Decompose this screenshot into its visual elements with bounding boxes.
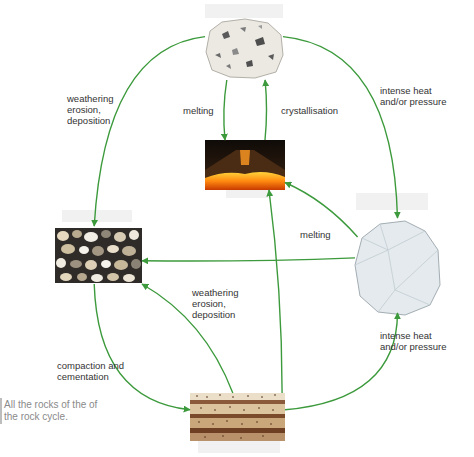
igneous-rock: [206, 19, 283, 78]
pebble: [122, 246, 136, 256]
cycle-arrow: [224, 80, 227, 140]
cycle-arrow: [285, 183, 358, 238]
edge-label: melting: [183, 105, 228, 116]
pebble: [57, 231, 69, 241]
cycle-arrow: [283, 37, 398, 218]
pebble: [84, 232, 98, 242]
pebble: [123, 274, 135, 282]
metamorphic-rock: [355, 221, 440, 315]
mineral-speck: [215, 53, 221, 58]
label-plate: [226, 190, 270, 198]
pebble: [129, 230, 139, 240]
pebble: [85, 260, 97, 270]
pebble: [107, 273, 119, 281]
rock-node: [205, 18, 283, 80]
label-plate: [62, 210, 132, 222]
label-plate: [205, 4, 283, 18]
edge-label: compaction and cementation: [57, 360, 129, 382]
mineral-speck: [258, 25, 262, 29]
cycle-arrow: [142, 258, 355, 261]
pebble: [131, 259, 141, 269]
pebble: [79, 246, 89, 254]
pebble: [56, 258, 66, 268]
cycle-arrow: [285, 313, 398, 410]
rock-layer: [190, 414, 285, 418]
pebble: [107, 245, 119, 253]
rock-node: [205, 140, 285, 190]
sediment-picture: [55, 228, 142, 283]
mineral-speck: [246, 60, 253, 67]
pebble: [92, 246, 104, 256]
rock-node: [355, 218, 440, 313]
mineral-speck: [232, 48, 239, 55]
vent-glow: [240, 150, 250, 165]
edge-label: melting: [300, 229, 345, 240]
rock-node: [55, 226, 142, 284]
rock-layer: [190, 393, 285, 400]
rock-layer: [190, 418, 285, 428]
pebble: [70, 260, 82, 268]
pebble: [72, 230, 82, 238]
sediment-frame: [55, 228, 142, 283]
crystal-facet: [355, 224, 438, 312]
edge-label: intense heat and/or pressure: [380, 85, 456, 107]
pebble: [114, 232, 126, 242]
mineral-speck: [222, 31, 230, 39]
pebble: [91, 274, 103, 282]
pebble: [61, 244, 75, 254]
mineral-speck: [226, 64, 231, 69]
rock-outline: [206, 19, 283, 78]
lava-pool: [205, 172, 285, 190]
sedimentary-rock: [190, 393, 285, 441]
mineral-speck: [240, 27, 246, 32]
volcano-cone: [205, 150, 285, 190]
edge-label: crystallisation: [281, 105, 361, 116]
rock-layer: [190, 404, 285, 414]
cycle-arrow: [265, 80, 267, 140]
cycle-arrow: [269, 190, 282, 393]
caption-rule: [0, 398, 2, 424]
rock-layer: [190, 400, 285, 404]
label-plate: [198, 441, 280, 453]
magma-frame: [205, 140, 285, 190]
edge-label: weathering erosion, deposition: [192, 287, 238, 320]
cycle-arrow: [94, 37, 205, 226]
rock-layer: [190, 428, 285, 433]
pebble: [114, 260, 128, 270]
mineral-speck: [268, 54, 274, 60]
edge-label: intense heat and/or pressure: [380, 330, 456, 352]
rock-outline: [355, 221, 440, 315]
label-plate: [356, 193, 428, 210]
pebble: [77, 273, 87, 281]
pebble: [101, 260, 111, 268]
rock-node: [190, 393, 285, 441]
grain-dots: [196, 395, 276, 438]
pebble: [60, 273, 72, 281]
magma-picture: [205, 140, 285, 190]
mineral-speck: [255, 37, 265, 46]
caption: All the rocks of the of the rock cycle.: [4, 399, 104, 423]
cycle-arrow: [94, 284, 190, 410]
edge-label: weathering erosion, deposition: [67, 93, 113, 126]
pebble: [101, 230, 111, 238]
